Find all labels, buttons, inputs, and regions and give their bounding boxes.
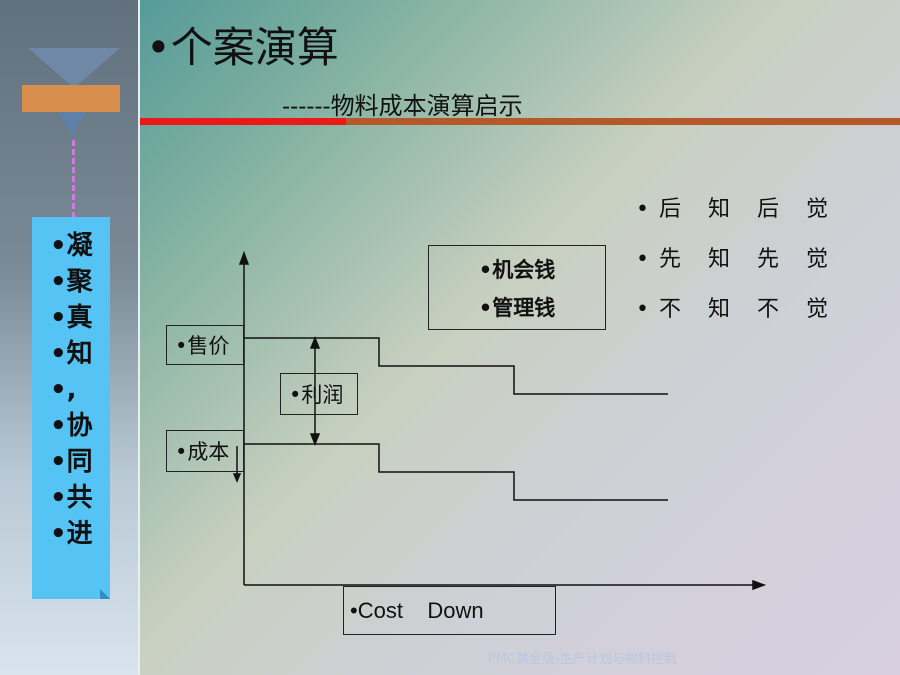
- motto-item: •凝: [50, 231, 93, 261]
- motto-item: •知: [50, 339, 93, 369]
- opportunity-money-label: •机会钱: [478, 257, 556, 282]
- awareness-list: •后 知 后 觉 •先 知 先 觉 •不 知 不 觉: [636, 192, 838, 342]
- awareness-item: •后 知 后 觉: [636, 197, 838, 222]
- x-axis-arrow: [752, 579, 767, 591]
- motto-item: •协: [50, 411, 93, 441]
- profit-arrow-head-up: [309, 335, 321, 349]
- awareness-item: •不 知 不 觉: [636, 297, 838, 322]
- y-axis-arrow: [238, 250, 250, 265]
- funnel-top-shape: [28, 48, 120, 88]
- motto-item: •同: [50, 447, 93, 477]
- motto-item: •共: [50, 483, 93, 513]
- motto-item: •真: [50, 303, 93, 333]
- blue-panel: [32, 217, 110, 599]
- profit-arrow-head-down: [309, 433, 321, 447]
- sidebar-edge: [138, 0, 140, 675]
- page-title: •个案演算: [146, 23, 339, 72]
- management-money-label: •管理钱: [478, 295, 556, 320]
- motto-item: •聚: [50, 267, 93, 297]
- cost-down-box: •Cost Down: [343, 586, 556, 635]
- page-subtitle: ------物料成本演算启示: [282, 92, 523, 120]
- profit-label-box: •利润: [280, 373, 358, 415]
- awareness-item: •先 知 先 觉: [636, 247, 838, 272]
- price-label-box: •售价: [166, 325, 244, 365]
- cost-step-line: [244, 443, 668, 501]
- funnel-band: [22, 85, 120, 112]
- motto-item: •进: [50, 519, 93, 549]
- footer-watermark: PMC黄金版-生产计划与物料控制: [488, 652, 677, 667]
- vertical-motto-list: •凝 •聚 •真 •知 •, •协 •同 •共 •进: [50, 228, 93, 552]
- cost-tick-arrow: [232, 473, 242, 483]
- page-fold: [100, 589, 110, 599]
- price-step-line: [244, 337, 668, 395]
- cost-label-box: •成本: [166, 430, 244, 472]
- motto-item: •,: [50, 375, 77, 405]
- title-underline-brown: [346, 118, 900, 125]
- dashed-connector: [72, 140, 75, 218]
- money-box: •机会钱 •管理钱: [428, 245, 606, 330]
- funnel-bottom-shape: [58, 112, 86, 136]
- title-underline-red: [140, 118, 346, 125]
